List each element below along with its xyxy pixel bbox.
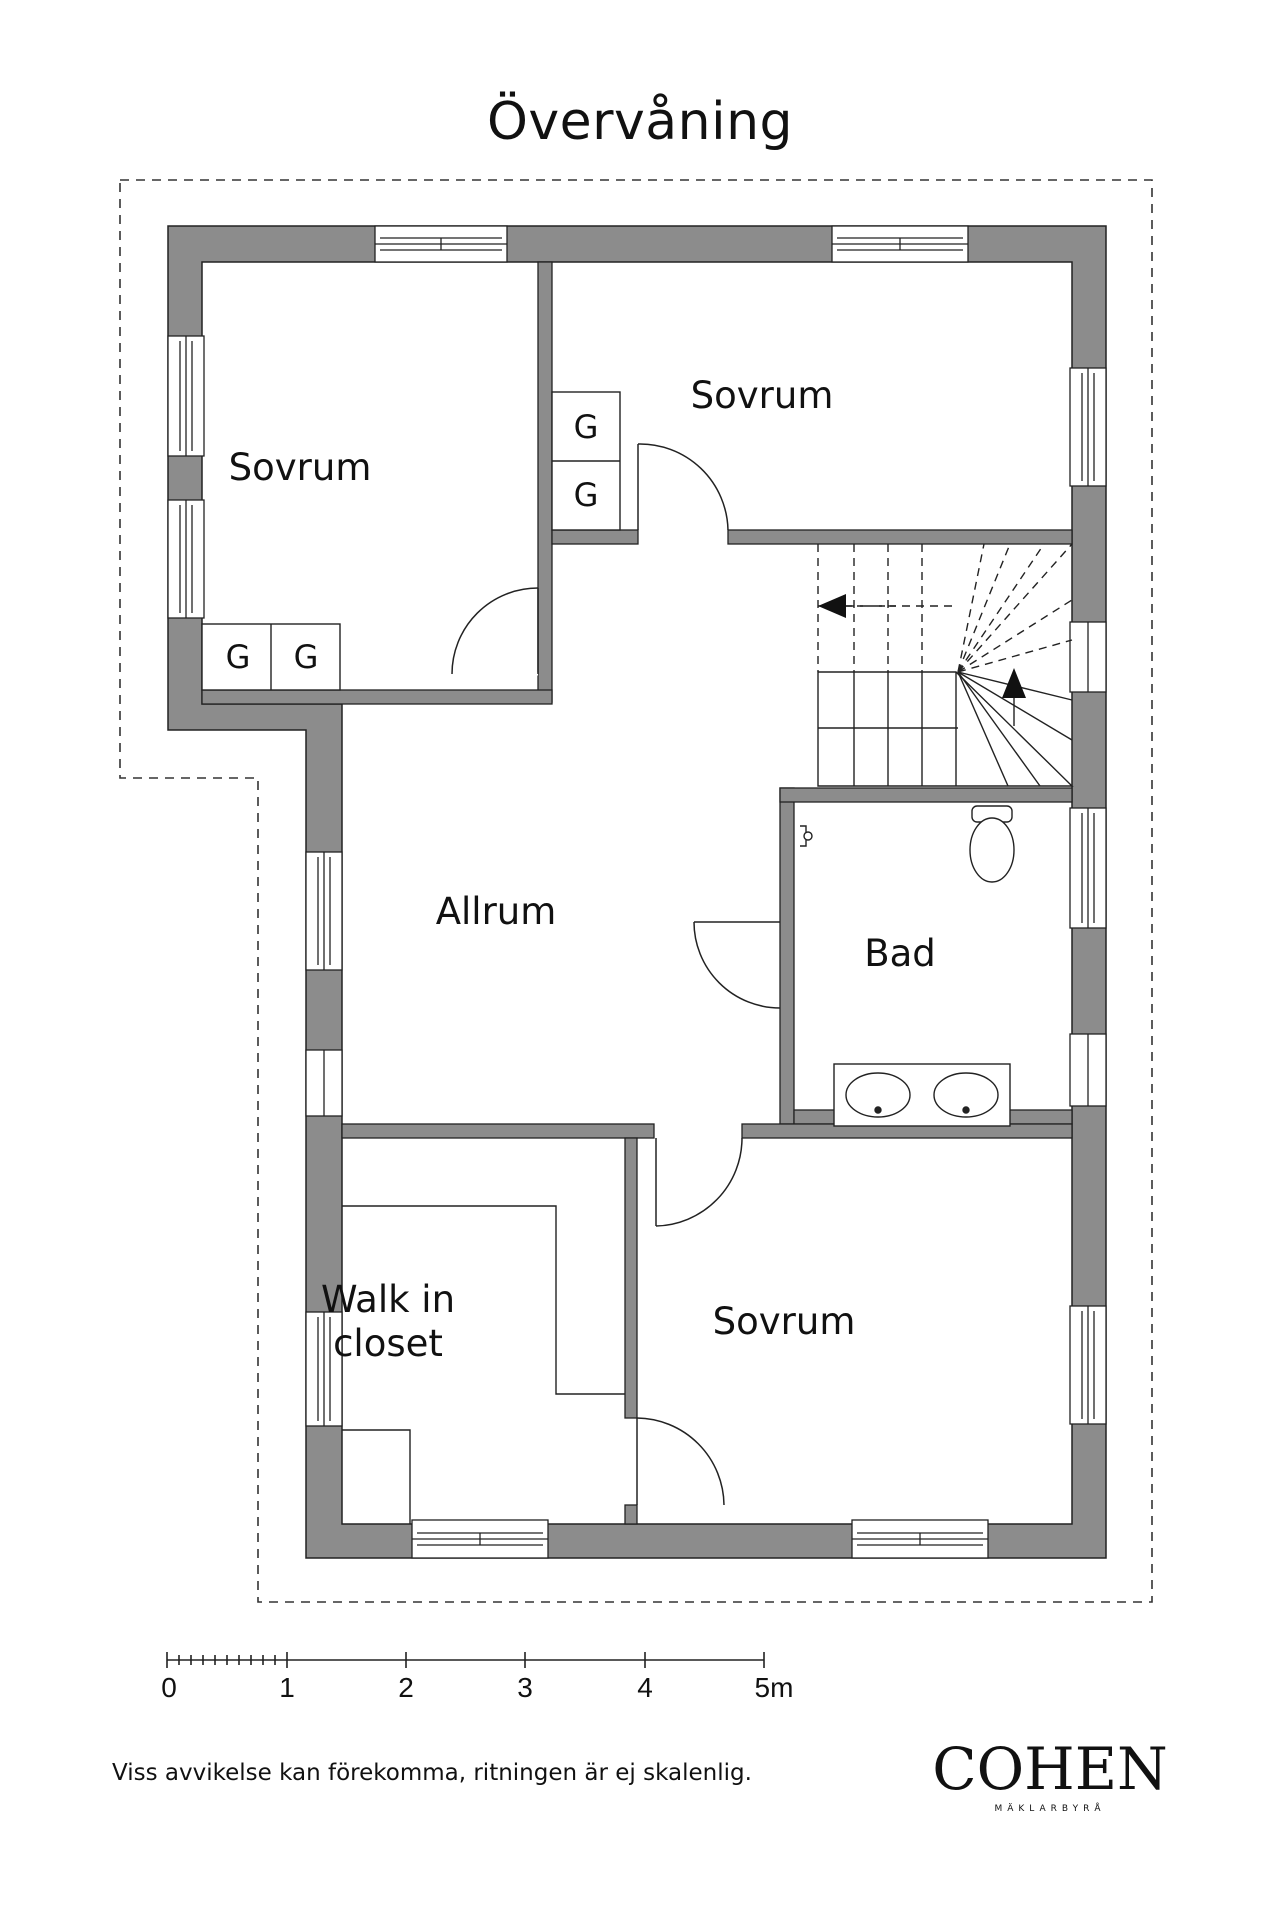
bathroom-fixtures	[800, 805, 1015, 1127]
scale-label: 2	[398, 1672, 414, 1703]
closet-label: G	[573, 476, 599, 514]
staircase	[817, 543, 1074, 787]
room-label-bathroom: Bad	[864, 932, 936, 975]
room-label-bedroom-top-left: Sovrum	[228, 446, 372, 489]
logo-name: COHEN	[932, 1735, 1168, 1803]
doors	[451, 443, 781, 1506]
closet-boxes	[201, 391, 621, 691]
logo-tagline: MÄKLARBYRÅ	[994, 1804, 1106, 1814]
closet-label: G	[293, 638, 319, 676]
scale-label: 3	[517, 1672, 533, 1703]
scale-bar	[166, 1652, 765, 1668]
closet-label: G	[573, 408, 599, 446]
disclaimer-text: Viss avvikelse kan förekomma, ritningen …	[112, 1760, 752, 1786]
brand-logo: COHEN MÄKLARBYRÅ	[930, 1740, 1170, 1814]
scale-label: 5m	[754, 1672, 794, 1703]
room-label-bedroom-bottom-right: Sovrum	[712, 1300, 856, 1343]
lot-outline	[119, 179, 1153, 1603]
windows	[167, 225, 1107, 1559]
scale-label: 0	[161, 1672, 177, 1703]
room-label-walk-in-closet: Walk in closet	[320, 1278, 456, 1365]
scale-label: 4	[637, 1672, 653, 1703]
walk-in-shelves	[342, 1205, 625, 1524]
room-label-bedroom-top-right: Sovrum	[690, 374, 834, 417]
closet-label: G	[225, 638, 251, 676]
scale-label: 1	[279, 1672, 295, 1703]
floor-title: Övervåning	[486, 92, 794, 152]
room-label-living-room: Allrum	[435, 890, 557, 933]
